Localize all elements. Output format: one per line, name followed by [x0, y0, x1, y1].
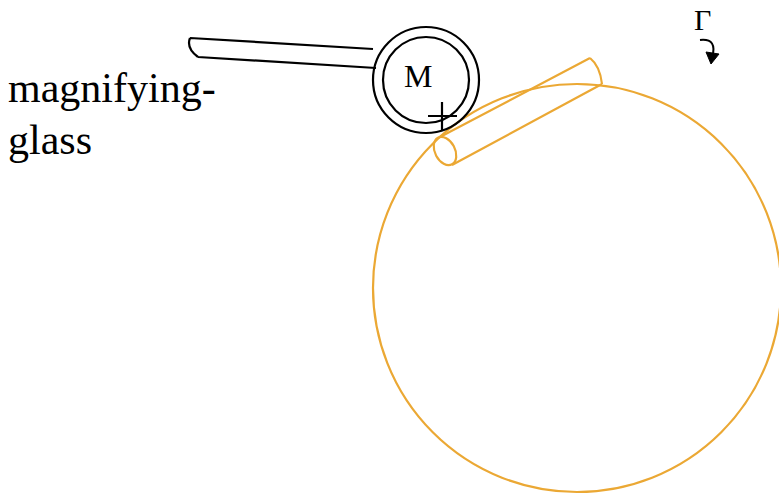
lens-glass — [383, 37, 469, 123]
gamma-circle — [373, 84, 779, 492]
circulation-symbol: Γ — [694, 2, 711, 38]
magnifying-lens: M — [372, 26, 480, 134]
glass-handle — [189, 38, 376, 68]
tool-label: magnifying- glass — [8, 62, 243, 166]
lens-rim — [373, 27, 479, 133]
point-label: M — [404, 60, 432, 92]
tube — [440, 58, 602, 165]
arrow-head — [706, 52, 719, 64]
